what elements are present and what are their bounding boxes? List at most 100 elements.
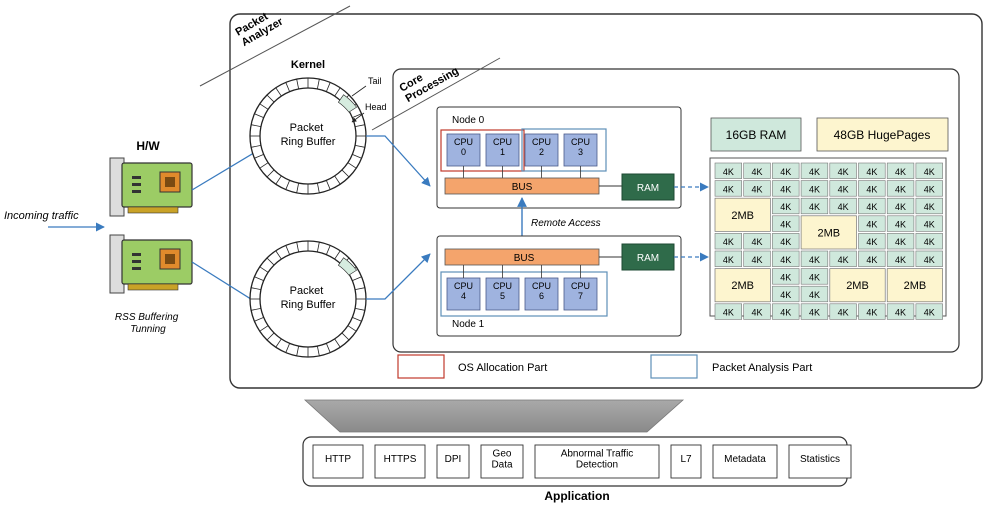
page-4k [743,162,771,179]
page-4k-label: 4K [895,184,906,194]
ring-slot-divider [285,82,291,92]
page-4k-label: 4K [752,255,763,265]
cpu-core-1 [485,133,520,167]
ring-slot-divider [341,332,350,341]
nic-card-bottom-icon [109,234,193,294]
node0-label: Node 0 [452,115,485,126]
page-4k-label: 4K [895,167,906,177]
ringbuffer-top-to-node0-arrow [366,135,431,187]
page-4k-label: 4K [895,202,906,212]
page-4k-label: 4K [809,167,820,177]
page-4k [772,197,800,215]
page-4k [886,250,915,267]
output-down-arrow [303,399,685,433]
page-4k [800,268,829,285]
page-4k-label: 4K [809,290,820,300]
core-processing-divider [371,57,501,131]
page-4k-label: 4K [752,167,763,177]
page-4k-label: 4K [924,184,935,194]
ring-slot-divider [334,87,341,97]
head-pointer [351,112,365,123]
ring-slot-divider [266,257,275,266]
ring-slot-divider [316,345,320,356]
node1-label: Node 1 [452,319,485,330]
packet-analyzer-frame [229,13,983,389]
page-4k-label: 4K [838,308,849,318]
node1-ram-label: RAM [637,253,659,264]
ring-slot-divider [296,79,300,90]
page-4k [800,250,829,267]
page-4k [915,215,943,232]
page-4k-label: 4K [866,255,877,265]
page-4k-label: 4K [780,255,791,265]
page-4k-label: 4K [838,167,849,177]
page-4k [886,233,915,250]
ring-slot-divider [254,113,264,119]
page-4k [915,303,943,320]
page-4k-label: 4K [752,308,763,318]
app-item-http-label: HTTP [325,454,351,465]
page-4k-label: 4K [809,308,820,318]
page-4k-label: 4K [895,220,906,230]
svg-text:Packet Ring Buffer: Packet Ring Buffer [281,285,336,311]
ring-slot-divider [259,103,269,110]
app-item-l7-label: L7 [680,454,692,465]
core-processing-frame [392,68,960,353]
ringbuffer-bottom-to-node1-arrow [366,253,431,300]
app-item-metadata-label: Metadata [724,454,766,465]
page-4k [858,215,886,232]
page-4k-label: 4K [752,237,763,247]
ring-slot-divider [325,180,331,190]
page-4k-label: 4K [723,237,734,247]
node1-packet-analysis-outline [440,271,608,317]
nic-to-ringbuffer-top-arrow [191,147,263,191]
page-4k-label: 4K [895,308,906,318]
svg-text:Packet Ring Buffer: Packet Ring Buffer [281,122,336,148]
page-4k-label: 4K [780,272,791,282]
page-4k-label: 4K [780,237,791,247]
legend-os-allocation-label: OS Allocation Part [458,362,547,374]
page-4k [858,197,886,215]
page-2mb-label: 2MB [731,210,754,222]
ring-slot-divider [341,169,350,178]
page-4k [858,303,886,320]
hugepages-header [816,117,949,152]
remote-access-label: Remote Access [531,218,601,229]
ring-slot-divider [354,287,365,291]
cpu-core-5 [485,277,520,311]
legend-os-allocation-swatch [397,354,445,379]
page-4k [772,285,800,303]
page-4k [714,303,743,320]
nic-card-top-icon [109,157,193,217]
page-4k-label: 4K [866,184,877,194]
node1-bus-label: BUS [514,253,535,264]
incoming-traffic-label: Incoming traffic [4,210,79,222]
ring-slot-divider [296,182,300,193]
ring-slot-divider [325,82,331,92]
page-4k-label: 4K [838,184,849,194]
rss-label: RSS Buffering Tunning [115,312,181,335]
ring-slot-divider [296,345,300,356]
app-item-statistics-label: Statistics [800,454,840,465]
cpu-core-2 [524,133,559,167]
page-4k-label: 4K [838,202,849,212]
page-4k [800,162,829,179]
ram-16gb-header [710,117,802,152]
ring-slot-divider [354,144,365,148]
ring-slot-divider [347,325,357,332]
node1-ram [621,243,675,271]
page-4k-label: 4K [924,167,935,177]
ring-slot-divider [334,175,341,185]
page-4k [772,268,800,285]
ring-slot-divider [285,245,291,255]
head-label: Head [365,102,387,112]
ring-slot-divider [275,338,282,348]
node0-packet-analysis-outline [521,128,607,172]
ring-slot-divider [334,250,341,260]
